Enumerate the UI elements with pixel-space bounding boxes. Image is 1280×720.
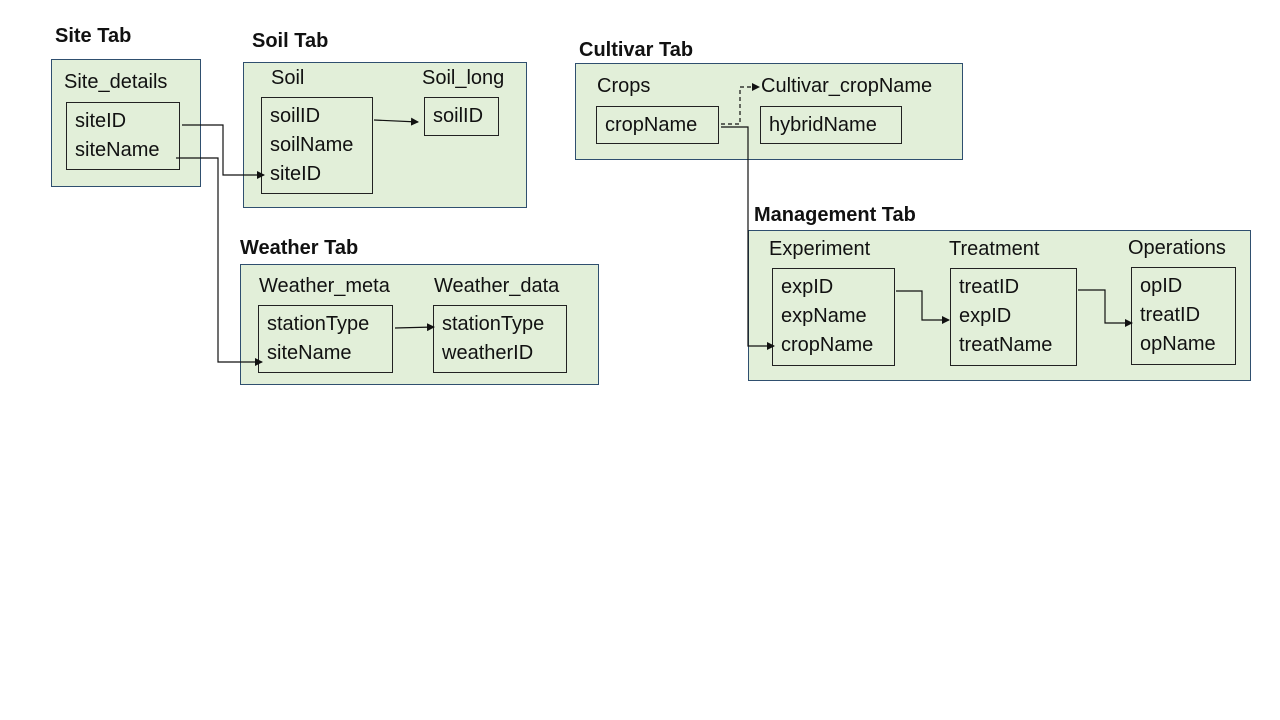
soil-field-siteid: siteID — [270, 163, 322, 185]
soil-long-table-name: Soil_long — [422, 67, 505, 89]
cultivar-tab-title: Cultivar Tab — [579, 39, 694, 61]
experiment-field-expname: expName — [781, 305, 867, 327]
treatment-table: treatID expID treatName — [950, 268, 1077, 366]
soil-table-name: Soil — [271, 67, 305, 89]
treatment-field-treatname: treatName — [959, 334, 1053, 356]
soil-long-field-soilid: soilID — [433, 105, 484, 127]
crops-table-name: Crops — [597, 75, 651, 97]
weather-data-field-stationtype: stationType — [442, 313, 545, 335]
weather-meta-table: stationType siteName — [258, 305, 393, 373]
operations-field-opname: opName — [1140, 333, 1216, 355]
weather-meta-field-sitename: siteName — [267, 342, 352, 364]
weather-data-table: stationType weatherID — [433, 305, 567, 373]
soil-field-soilname: soilName — [270, 134, 354, 156]
experiment-field-expid: expID — [781, 276, 834, 298]
site-details-field-sitename: siteName — [75, 139, 160, 161]
operations-field-opid: opID — [1140, 275, 1183, 297]
site-details-table: siteID siteName — [66, 102, 180, 170]
cultivar-cropname-table-name: Cultivar_cropName — [761, 75, 933, 97]
site-details-field-siteid: siteID — [75, 110, 127, 132]
soil-field-soilid: soilID — [270, 105, 321, 127]
experiment-field-cropname: cropName — [781, 334, 874, 356]
cultivar-cropname-table: hybridName — [760, 106, 902, 144]
weather-data-field-weatherid: weatherID — [442, 342, 534, 364]
crops-table: cropName — [596, 106, 719, 144]
soil-table: soilID soilName siteID — [261, 97, 373, 194]
weather-meta-table-name: Weather_meta — [259, 275, 390, 297]
weather-tab-title: Weather Tab — [240, 237, 359, 259]
treatment-field-expid: expID — [959, 305, 1012, 327]
treatment-field-treatid: treatID — [959, 276, 1020, 298]
operations-table-name: Operations — [1128, 237, 1226, 259]
experiment-table-name: Experiment — [769, 238, 871, 260]
soil-tab-title: Soil Tab — [252, 30, 329, 52]
experiment-table: expID expName cropName — [772, 268, 895, 366]
weather-meta-field-stationtype: stationType — [267, 313, 370, 335]
weather-data-table-name: Weather_data — [434, 275, 560, 297]
operations-field-treatid: treatID — [1140, 304, 1201, 326]
crops-field-cropname: cropName — [605, 114, 698, 136]
site-details-table-name: Site_details — [64, 71, 168, 93]
management-tab-title: Management Tab — [754, 204, 916, 226]
treatment-table-name: Treatment — [949, 238, 1040, 260]
site-tab-title: Site Tab — [55, 25, 132, 47]
cultivar-cropname-field-hybridname: hybridName — [769, 114, 877, 136]
operations-table: opID treatID opName — [1131, 267, 1236, 365]
soil-long-table: soilID — [424, 97, 499, 136]
